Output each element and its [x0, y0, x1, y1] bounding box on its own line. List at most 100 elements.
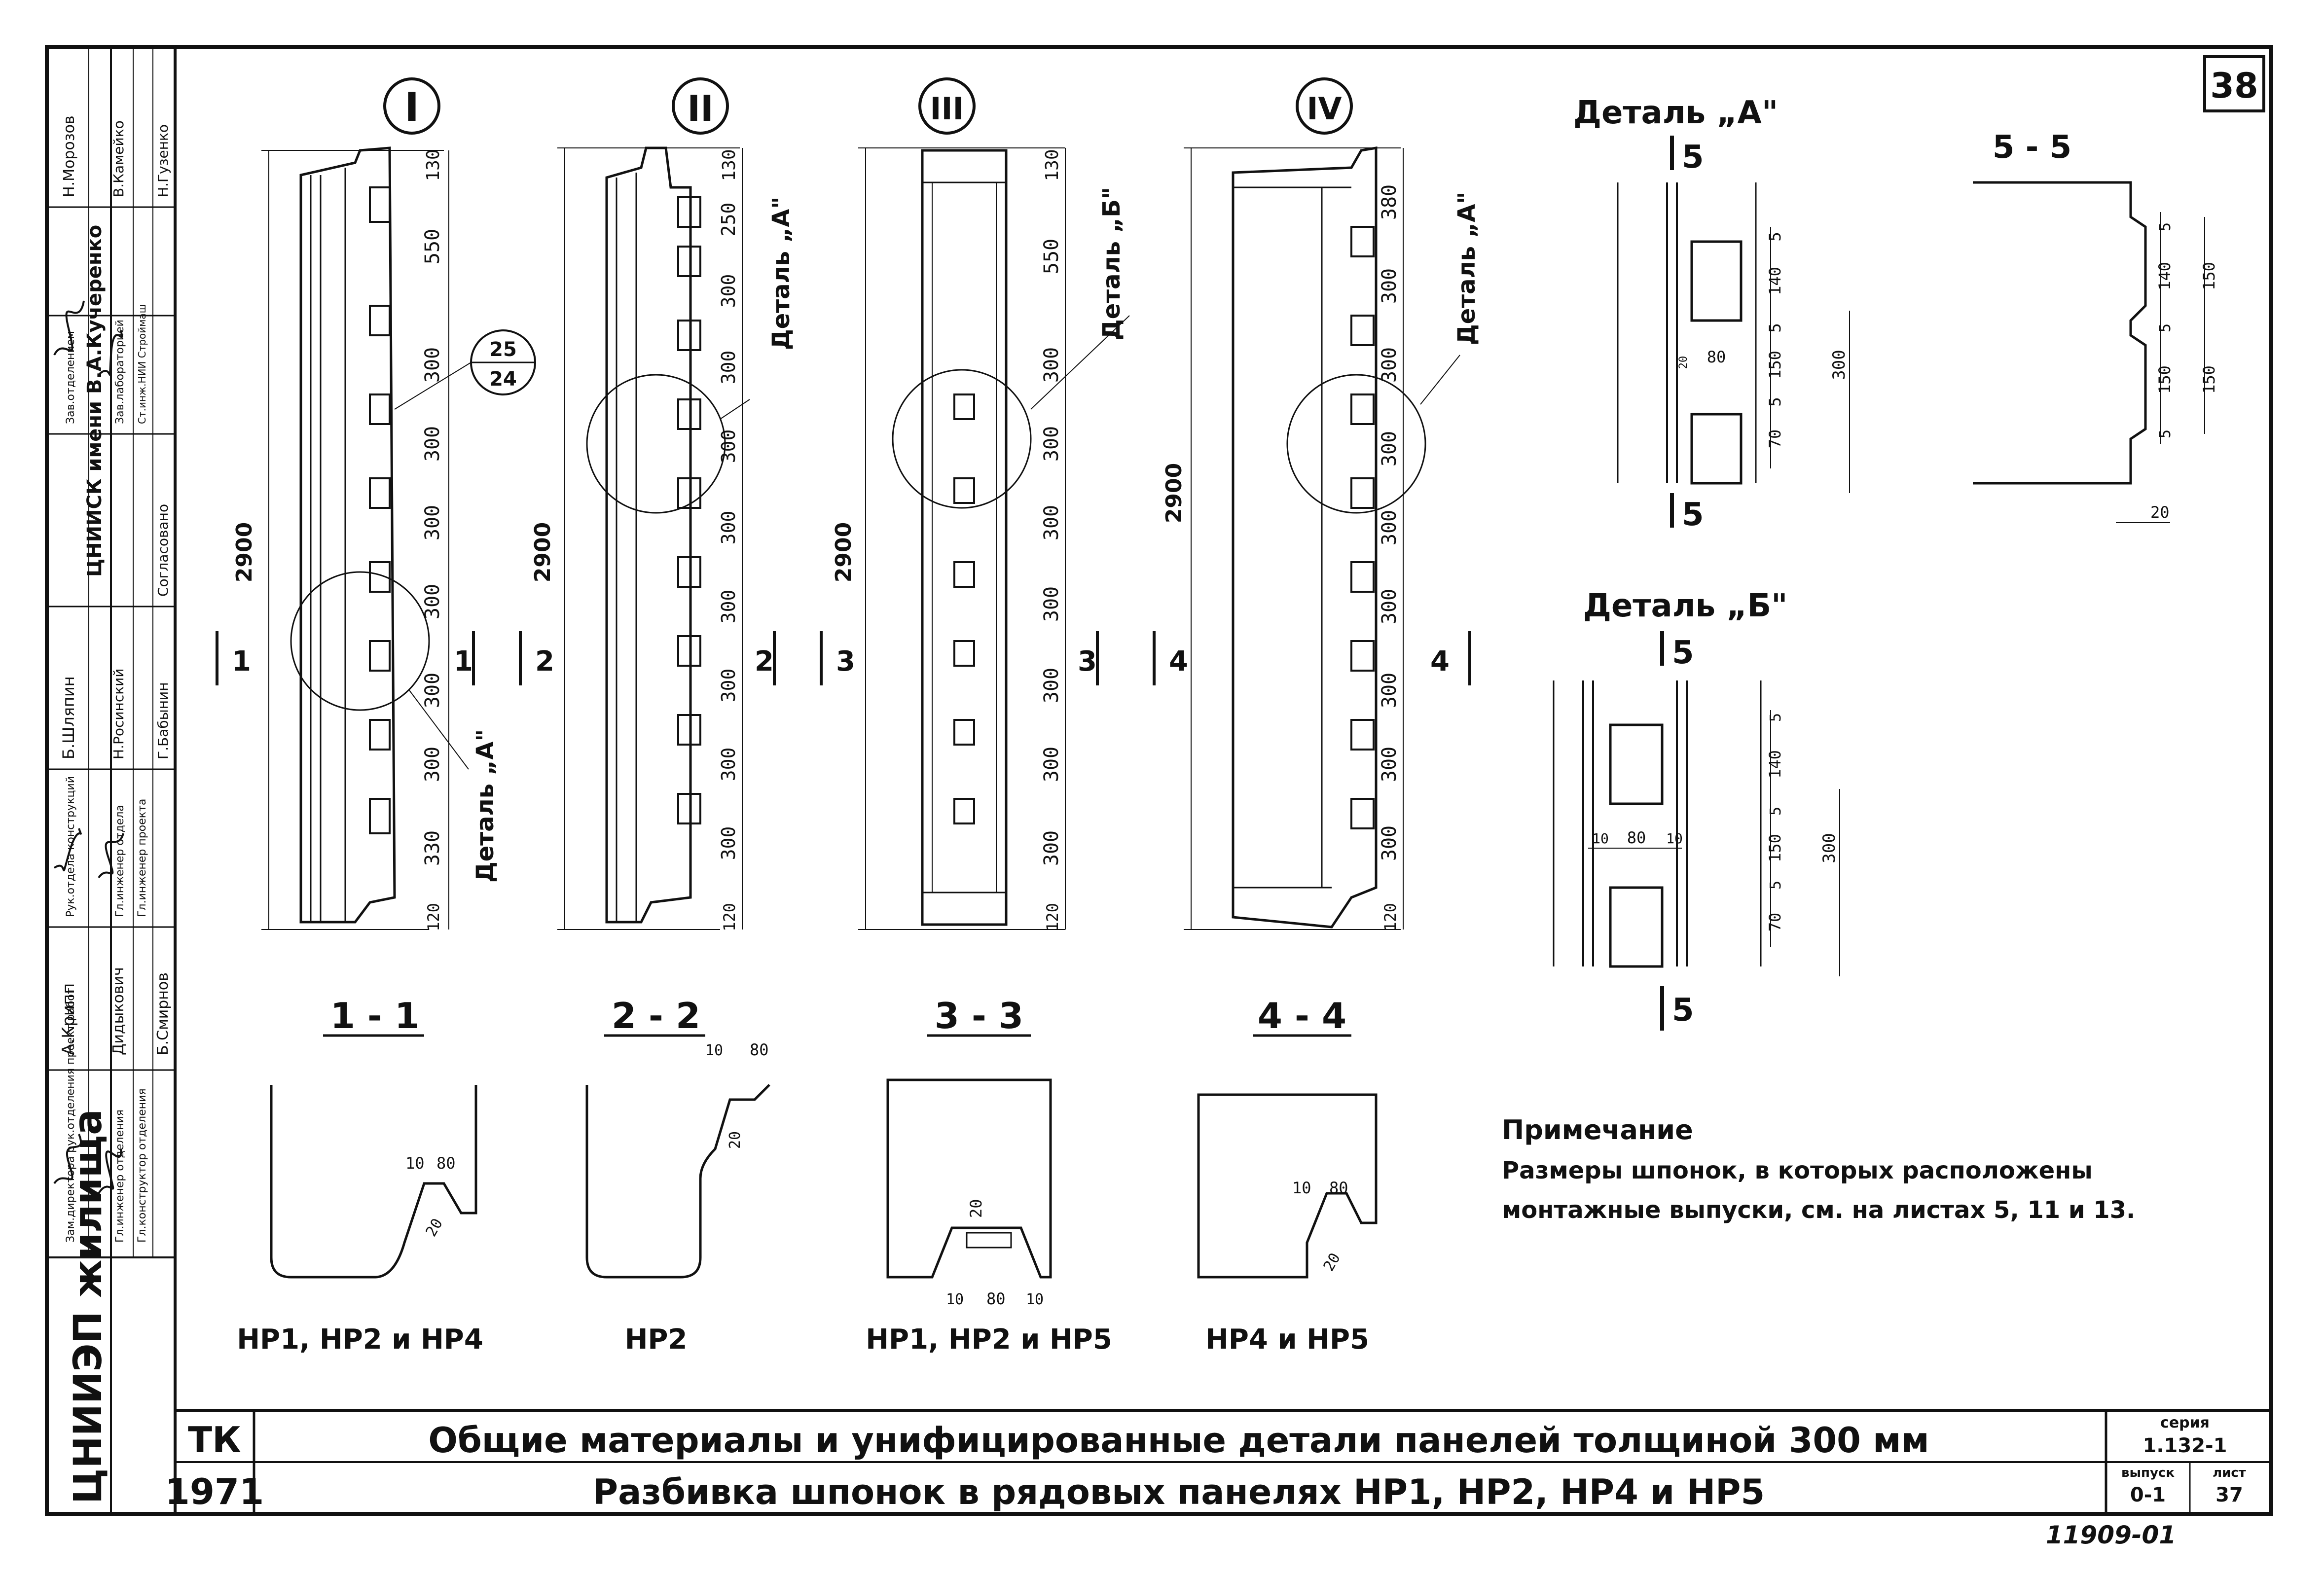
sheet-border: [45, 45, 2273, 1516]
title-year: 1971: [165, 1471, 264, 1512]
section-5-5-dim-7: 5: [2157, 429, 2174, 438]
stamp-role-6: Гл.инженер проекта: [136, 799, 148, 917]
sheet-number: 38: [2210, 66, 2258, 106]
note-line-2: монтажные выпуски, см. на листах 5, 11 и…: [1502, 1196, 2135, 1224]
panel-4-dim-3: 300: [1378, 347, 1401, 383]
stamp-role-9: Ст.инж.НИИ Строймаш: [136, 304, 148, 424]
section-1-1-title: 1 - 1: [330, 995, 419, 1037]
detail-a-section-top: 5: [1682, 139, 1704, 176]
panel-3-dim-6: 300: [1040, 586, 1063, 622]
panel-3-dim-9: 300: [1040, 830, 1063, 866]
section-3-3-caption: НР1, НР2 и НР5: [866, 1323, 1112, 1356]
section-5-5-dim-5: 150: [2155, 365, 2174, 394]
cut-mark-3b: 3: [1078, 645, 1097, 678]
panel-3-dim-3: 300: [1040, 347, 1063, 383]
section-5-5-dim-8: 20: [2150, 503, 2170, 522]
note-title: Примечание: [1502, 1114, 1693, 1145]
detail-a-title: Деталь „А": [1573, 95, 1778, 131]
detail-b-dim-3: 5: [1767, 807, 1784, 816]
panel-1-dim-1: 130: [423, 149, 443, 181]
panel-2-dim-7: 300: [718, 590, 739, 624]
panel-4-height: 2900: [1162, 463, 1187, 523]
section-4-4-dim-2: 80: [1329, 1179, 1348, 1197]
panel-2-dim-1: 130: [719, 149, 739, 181]
detail-a-dim-4: 150: [1766, 351, 1784, 379]
detail-a: Деталь „А" 5 5 5 140 5 150 5 70 300 80 2…: [1573, 95, 1850, 533]
detail-a-dim-7: 300: [1829, 350, 1849, 380]
section-2-2-dim-3: 20: [726, 1131, 744, 1149]
section-1-1-dim-1: 10: [405, 1154, 425, 1173]
detail-b-dim-6: 70: [1766, 913, 1784, 932]
panel-number-1: I: [404, 84, 419, 130]
detail-b-dim-10: 10: [1666, 830, 1683, 847]
cut-mark-1b: 1: [454, 645, 473, 678]
stamp-role-2: Гл.инженер отделения: [114, 1109, 126, 1243]
stamp-name-3: Б.Смирнов: [154, 972, 172, 1055]
panel-3-dim-10: 120: [1043, 903, 1062, 931]
panel-2-dim-3: 300: [718, 274, 739, 308]
detail-b-section-bottom: 5: [1672, 992, 1694, 1029]
section-2-2-caption: НР2: [625, 1323, 688, 1356]
section-4-4-caption: НР4 и НР5: [1205, 1323, 1369, 1356]
stamp-name-7: Н.Морозов: [61, 115, 78, 197]
panel-1-detail: Деталь „А": [472, 729, 499, 883]
panel-1-callout-bottom: 24: [489, 368, 517, 391]
detail-a-dim-3: 5: [1766, 323, 1784, 332]
panel-3-height: 2900: [831, 522, 856, 582]
signature-6: [98, 330, 123, 376]
detail-a-dim-9: 20: [1677, 356, 1690, 369]
panel-3-dim-5: 300: [1040, 505, 1063, 540]
stamp-role-1: Зам.директора рук.отделения проект.работ: [65, 988, 77, 1243]
panel-4-dim-2: 300: [1378, 268, 1401, 304]
detail-b-dim-4: 150: [1766, 834, 1784, 862]
section-3-3-dim-2: 10: [946, 1291, 964, 1308]
detail-b-dim-8: 10: [1592, 830, 1609, 847]
detail-b-dim-9: 80: [1627, 828, 1646, 847]
panel-1-dim-5: 300: [421, 505, 444, 540]
signature-5: [53, 300, 85, 356]
stamp-name-4: Б.Шляпин: [59, 676, 78, 759]
stamp-name-2: Дидыкович: [110, 967, 127, 1055]
stamp-role-3: Гл.конструктор отделения: [136, 1088, 148, 1243]
stamp-org-1: ЦНИИЭП жилища: [66, 1109, 110, 1504]
panel-2-dim-8: 300: [718, 669, 739, 703]
panel-4-dim-6: 300: [1378, 589, 1401, 624]
panel-number-2: II: [687, 88, 714, 129]
section-5-5-title: 5 - 5: [1993, 129, 2071, 166]
panel-4-dim-10: 120: [1381, 903, 1400, 931]
detail-b-dim-1: 5: [1767, 713, 1784, 722]
section-2-2-dim-1: 10: [705, 1042, 723, 1059]
series-label: серия: [2160, 1414, 2210, 1431]
section-5-5-dim-1: 5: [2157, 222, 2174, 231]
panel-2-dim-4: 300: [718, 351, 739, 385]
detail-a-dim-2: 140: [1766, 267, 1784, 295]
section-1-1-dim-3: 20: [423, 1216, 446, 1240]
detail-b-dim-5: 5: [1767, 881, 1784, 890]
detail-a-dim-8: 80: [1707, 348, 1726, 366]
section-2-2: 2 - 2 10 80 20 НР2: [585, 995, 770, 1356]
section-4-4-dim-3: 20: [1320, 1250, 1344, 1274]
signature-2: [98, 1148, 122, 1194]
stamp-role-7: Зав.отделением: [65, 331, 77, 424]
panel-2-dim-2: 250: [718, 203, 739, 237]
panel-4: IV 2900 380 300 300 300 300 300 300 300 …: [1153, 77, 1481, 931]
panel-4-dim-9: 300: [1378, 825, 1401, 861]
panel-3-dim-4: 300: [1040, 426, 1063, 462]
detail-b-title: Деталь „Б": [1583, 588, 1788, 624]
cut-mark-2b: 2: [755, 645, 774, 678]
section-2-2-title: 2 - 2: [612, 995, 700, 1037]
panel-1-dim-3: 300: [421, 347, 444, 383]
panel-1-callout-top: 25: [489, 338, 517, 361]
panel-number-4: IV: [1307, 91, 1342, 127]
inner-border: [174, 45, 2273, 1515]
title-line-1: Общие материалы и унифицированные детали…: [428, 1420, 1929, 1461]
panel-1-dim-8: 300: [421, 747, 444, 782]
section-2-2-dim-2: 80: [750, 1040, 769, 1059]
panel-2-dim-6: 300: [718, 511, 739, 545]
cut-mark-2a: 2: [535, 645, 554, 678]
panel-2-dim-5: 300: [718, 429, 739, 464]
section-5-5-dim-3: 150: [2200, 262, 2218, 290]
detail-b: Деталь „Б" 5 5 5 140 5 150 5 70 300 10 8…: [1553, 588, 1840, 1031]
section-4-4-title: 4 - 4: [1258, 995, 1346, 1037]
